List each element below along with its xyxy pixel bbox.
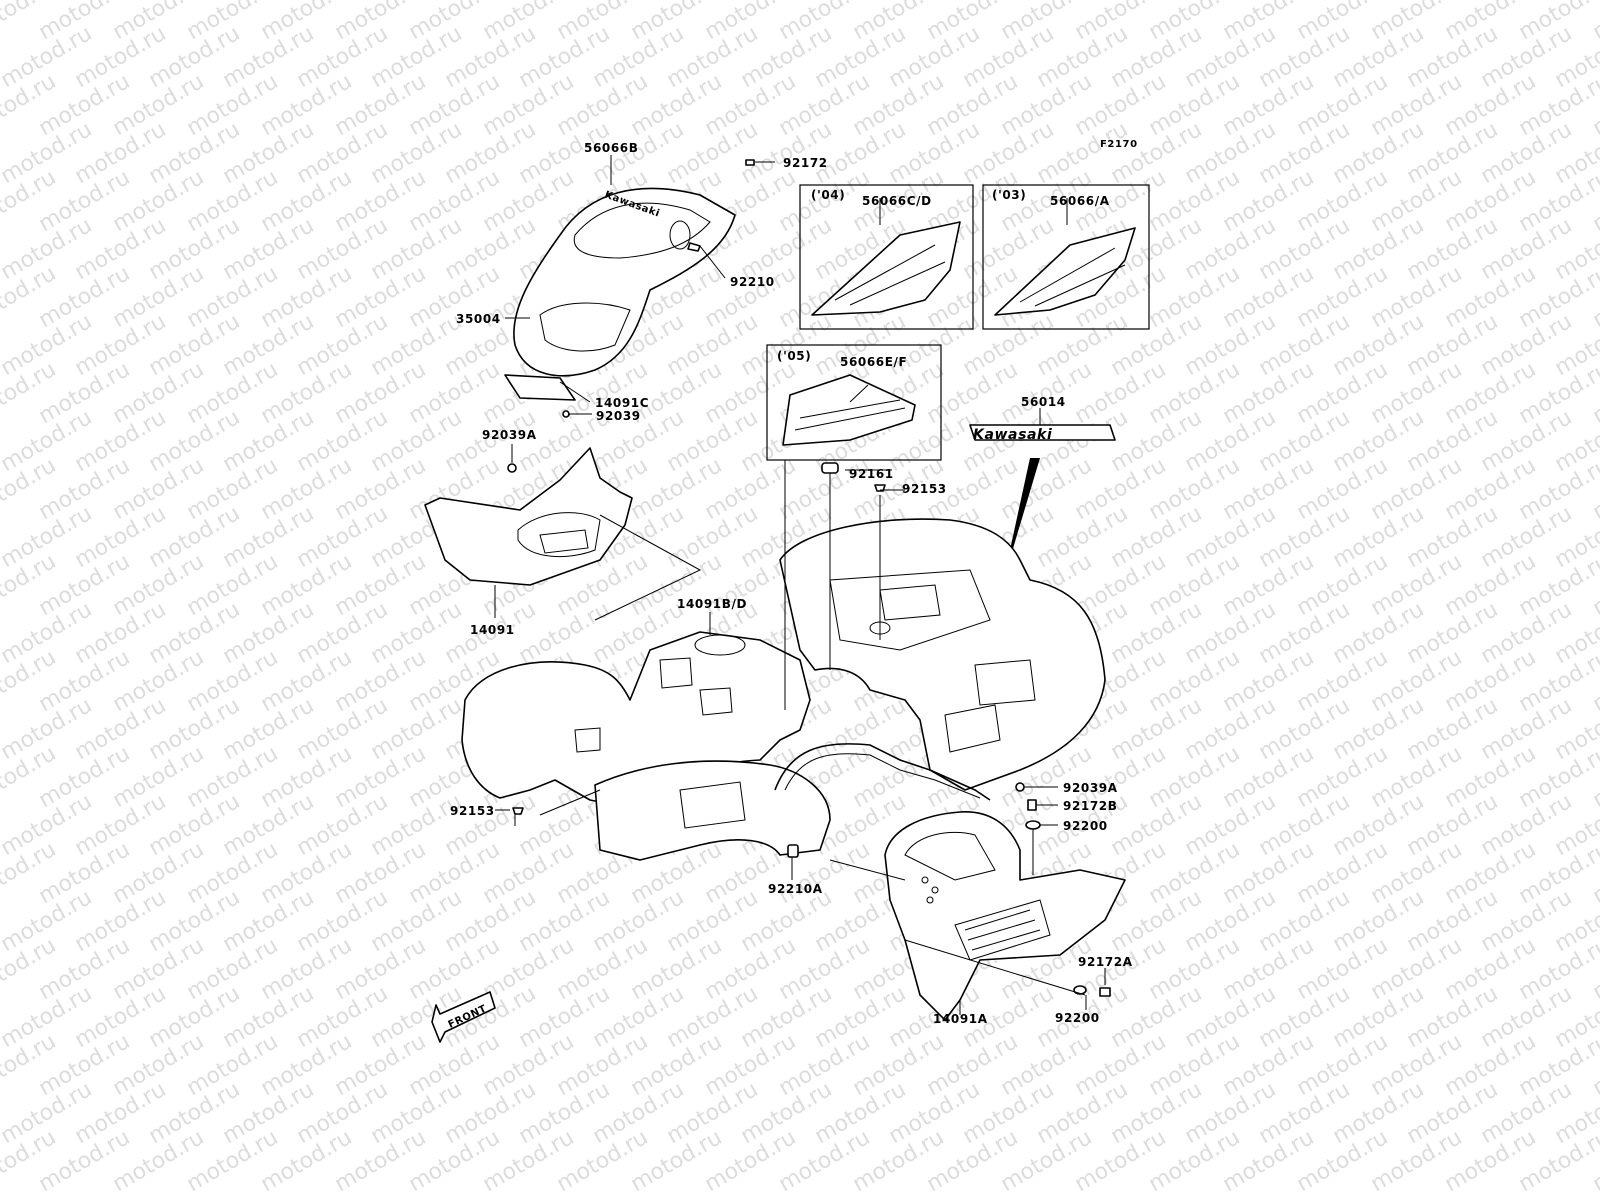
inset-05: [766, 344, 942, 461]
bolt-92039A-right-icon: [1015, 782, 1025, 792]
part-labels: 56066B 92172 92210 35004 14091C 92039 92…: [450, 141, 1133, 1026]
decal-56014: Kawasaki: [969, 424, 1116, 582]
bracket-14091C: [504, 374, 576, 401]
side-panel-14091: [424, 447, 633, 586]
label-14091C: 14091C: [595, 396, 649, 410]
label-14091A: 14091A: [933, 1012, 988, 1026]
grommet-92161-icon: [821, 462, 839, 474]
leader-lines: [494, 155, 1106, 1015]
main-fender-14091BD: [461, 518, 1106, 861]
label-92153-left: 92153: [450, 804, 495, 818]
label-56066B: 56066B: [584, 141, 639, 155]
label-92172: 92172: [783, 156, 828, 170]
label-92039: 92039: [596, 409, 641, 423]
washer-92200-top-icon: [1025, 820, 1041, 830]
bolt-92172A-icon: [1099, 987, 1111, 997]
inset-03: [982, 184, 1150, 330]
watermark-text: motod.ru: [1589, 0, 1600, 45]
label-35004: 35004: [456, 312, 501, 326]
washer-92200-bottom-icon: [1073, 985, 1087, 995]
label-92200-bottom: 92200: [1055, 1011, 1100, 1025]
inset-04-year: ('04): [811, 188, 845, 202]
label-92161: 92161: [849, 467, 894, 481]
clip-92210-icon: [687, 242, 701, 252]
inset-03-year: ('03): [992, 188, 1026, 202]
step-board-14091A: [884, 811, 1126, 1021]
label-92172A: 92172A: [1078, 955, 1133, 969]
label-92039A-right: 92039A: [1063, 781, 1118, 795]
label-56014: 56014: [1021, 395, 1066, 409]
inset-05-year: ('05): [777, 349, 811, 363]
clip-92210A-icon: [787, 844, 799, 858]
inset-04-part: 56066C/D: [862, 194, 932, 208]
label-92210: 92210: [730, 275, 775, 289]
label-92153-top: 92153: [902, 482, 947, 496]
label-14091: 14091: [470, 623, 515, 637]
inset-05-part: 56066E/F: [840, 355, 907, 369]
bolt-92153-left-icon: [512, 807, 524, 815]
label-92200-top: 92200: [1063, 819, 1108, 833]
label-92172B: 92172B: [1063, 799, 1118, 813]
inset-04: [799, 184, 974, 330]
screw-92172-icon: [745, 159, 755, 166]
label-92210A: 92210A: [768, 882, 823, 896]
inset-03-part: 56066/A: [1050, 194, 1110, 208]
label-14091BD: 14091B/D: [677, 597, 747, 611]
bolt-92172B-icon: [1027, 799, 1037, 811]
decal-logo: Kawasaki: [973, 427, 1052, 443]
figure-code: F2170: [1100, 139, 1138, 150]
label-92039A-top: 92039A: [482, 428, 537, 442]
front-cover-35004: Kawasaki: [513, 187, 736, 377]
